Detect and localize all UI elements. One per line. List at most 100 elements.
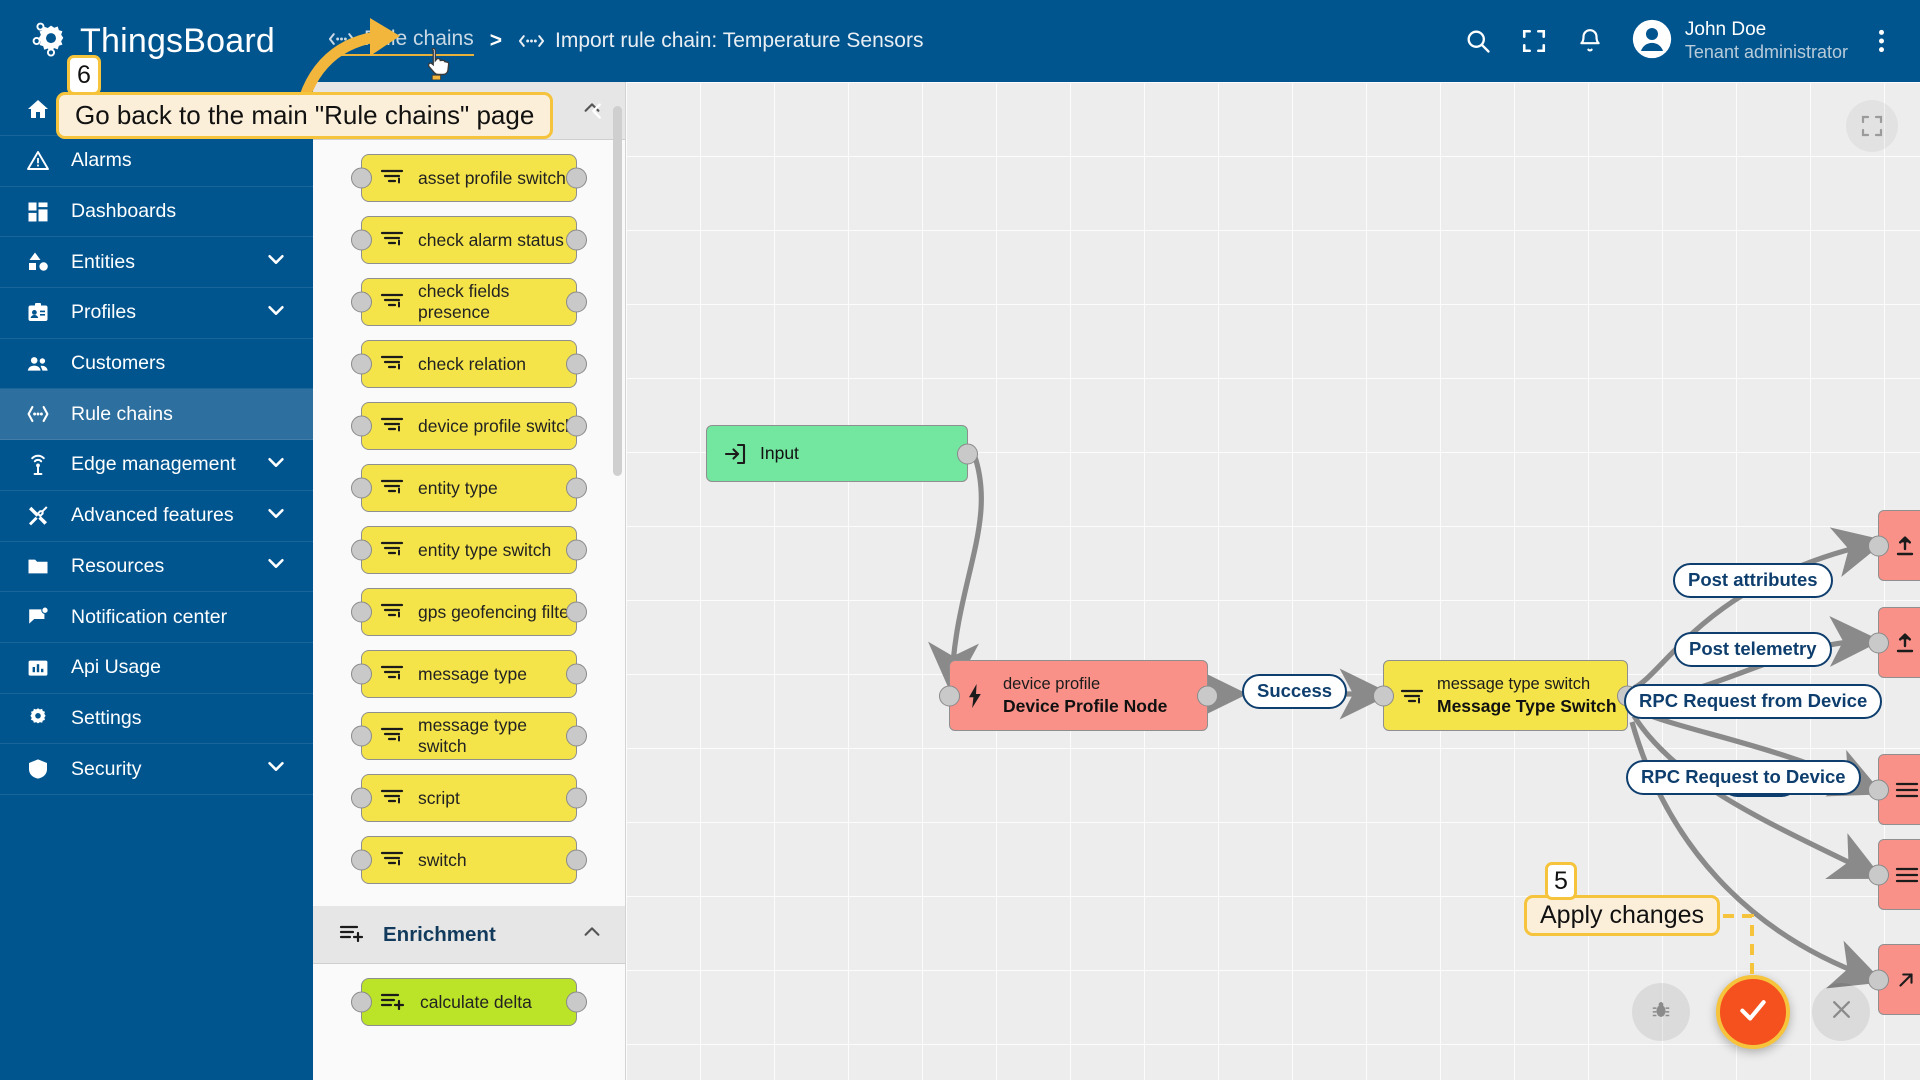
flow-node-type: message type switch bbox=[1437, 674, 1591, 693]
search-icon[interactable] bbox=[1450, 13, 1506, 69]
node-port-right[interactable] bbox=[566, 663, 587, 685]
flow-link-label[interactable]: RPC Request from Device bbox=[1624, 684, 1883, 719]
flow-node-rpccall[interactable]: rpc call requestRPC Call Request bbox=[1868, 944, 1920, 1015]
more-vertical-icon[interactable] bbox=[1858, 16, 1904, 66]
library-node[interactable]: check alarm status bbox=[351, 216, 587, 264]
node-port-right[interactable] bbox=[566, 787, 587, 809]
chevron-up-icon[interactable] bbox=[581, 921, 603, 948]
debug-button[interactable] bbox=[1632, 983, 1690, 1041]
node-port-right[interactable] bbox=[1197, 685, 1218, 706]
library-node[interactable]: gps geofencing filter bbox=[351, 588, 587, 636]
chevron-down-icon[interactable] bbox=[265, 552, 287, 580]
flow-node-savets[interactable]: save timeseriesSave Timeseries bbox=[1868, 607, 1920, 678]
flow-node-input[interactable]: Input bbox=[706, 425, 978, 482]
node-port-right[interactable] bbox=[566, 477, 587, 499]
chevron-down-icon[interactable] bbox=[265, 451, 287, 479]
sidebar-item-dashboards[interactable]: Dashboards bbox=[0, 187, 313, 238]
sidebar-item-notification-center[interactable]: Notification center bbox=[0, 592, 313, 643]
library-scrollbar[interactable] bbox=[613, 106, 622, 476]
node-port-left[interactable] bbox=[351, 291, 372, 313]
flow-node-text: Input bbox=[760, 442, 799, 464]
node-port-left[interactable] bbox=[1373, 685, 1394, 706]
cancel-button[interactable] bbox=[1812, 983, 1870, 1041]
sidebar-item-settings[interactable]: Settings bbox=[0, 694, 313, 745]
sidebar-item-entities[interactable]: Entities bbox=[0, 237, 313, 289]
node-port-left[interactable] bbox=[351, 415, 372, 437]
node-port-right[interactable] bbox=[566, 601, 587, 623]
flow-node-saveattr[interactable]: save attributesSave Client Attributes bbox=[1868, 510, 1920, 581]
chevron-down-icon[interactable] bbox=[265, 299, 287, 327]
node-port-left[interactable] bbox=[351, 539, 372, 561]
library-node-label: check relation bbox=[418, 353, 526, 374]
node-port-left[interactable] bbox=[1868, 969, 1889, 990]
library-node[interactable]: script bbox=[351, 774, 587, 822]
library-node[interactable]: message type bbox=[351, 650, 587, 698]
node-port-right[interactable] bbox=[566, 725, 587, 747]
node-port-left[interactable] bbox=[351, 229, 372, 251]
node-port-left[interactable] bbox=[351, 353, 372, 375]
chevron-down-icon[interactable] bbox=[265, 755, 287, 783]
node-port-right[interactable] bbox=[566, 229, 587, 251]
node-port-left[interactable] bbox=[351, 167, 372, 189]
node-port-left[interactable] bbox=[351, 849, 372, 871]
node-port-right[interactable] bbox=[566, 849, 587, 871]
library-section-enrichment[interactable]: Enrichment bbox=[313, 906, 625, 964]
node-port-left[interactable] bbox=[351, 991, 372, 1013]
library-node[interactable]: calculate delta bbox=[351, 978, 587, 1026]
node-port-right[interactable] bbox=[566, 167, 587, 189]
node-port-left[interactable] bbox=[1868, 779, 1889, 800]
brand[interactable]: ThingsBoard bbox=[28, 18, 314, 64]
notification-bell-icon[interactable] bbox=[1562, 13, 1618, 69]
flow-node-logother[interactable]: logLog Other bbox=[1868, 839, 1920, 910]
sidebar-item-alarms[interactable]: Alarms bbox=[0, 136, 313, 187]
flow-link-label[interactable]: Post attributes bbox=[1673, 563, 1833, 598]
chevron-down-icon[interactable] bbox=[265, 248, 287, 276]
library-node[interactable]: asset profile switch bbox=[351, 154, 587, 202]
flow-link-label[interactable]: Success bbox=[1242, 674, 1348, 709]
node-port-left[interactable] bbox=[351, 663, 372, 685]
node-port-right[interactable] bbox=[566, 291, 587, 313]
node-port-right[interactable] bbox=[566, 353, 587, 375]
sidebar-item-edge-management[interactable]: Edge management bbox=[0, 440, 313, 491]
sidebar-item-api-usage[interactable]: Api Usage bbox=[0, 643, 313, 694]
filter-icon bbox=[380, 290, 404, 315]
sidebar-item-resources[interactable]: Resources bbox=[0, 542, 313, 593]
library-node[interactable]: entity type bbox=[351, 464, 587, 512]
library-node[interactable]: entity type switch bbox=[351, 526, 587, 574]
sidebar-item-advanced-features[interactable]: Advanced features bbox=[0, 491, 313, 542]
library-node[interactable]: switch bbox=[351, 836, 587, 884]
node-port-right[interactable] bbox=[566, 539, 587, 561]
chevron-down-icon[interactable] bbox=[265, 502, 287, 530]
node-port-left[interactable] bbox=[351, 477, 372, 499]
flow-link-label[interactable]: Post telemetry bbox=[1674, 632, 1832, 667]
node-port-right[interactable] bbox=[566, 415, 587, 437]
sidebar-item-profiles[interactable]: Profiles bbox=[0, 288, 313, 339]
node-port-left[interactable] bbox=[1868, 632, 1889, 653]
apply-changes-button[interactable] bbox=[1716, 975, 1790, 1049]
node-port-left[interactable] bbox=[1868, 535, 1889, 556]
flow-node-logrpc[interactable]: logLog RPC from Device bbox=[1868, 754, 1920, 825]
library-node[interactable]: check fields presence bbox=[351, 278, 587, 326]
node-port-left[interactable] bbox=[351, 725, 372, 747]
sidebar-item-rule-chains[interactable]: Rule chains bbox=[0, 389, 313, 441]
sidebar-item-label: Advanced features bbox=[71, 504, 234, 527]
user-menu[interactable]: John Doe Tenant administrator bbox=[1632, 18, 1848, 63]
node-port-left[interactable] bbox=[1868, 864, 1889, 885]
library-node[interactable]: check relation bbox=[351, 340, 587, 388]
node-port-left[interactable] bbox=[939, 685, 960, 706]
library-node[interactable]: device profile switch bbox=[351, 402, 587, 450]
sidebar-item-customers[interactable]: Customers bbox=[0, 339, 313, 390]
library-node[interactable]: message type switch bbox=[351, 712, 587, 760]
sidebar-item-security[interactable]: Security bbox=[0, 744, 313, 795]
fullscreen-icon[interactable] bbox=[1506, 13, 1562, 69]
node-port-right[interactable] bbox=[957, 443, 978, 464]
flow-link-label[interactable]: RPC Request to Device bbox=[1626, 760, 1861, 795]
node-port-left[interactable] bbox=[351, 601, 372, 623]
node-port-right[interactable] bbox=[566, 991, 587, 1013]
node-port-left[interactable] bbox=[351, 787, 372, 809]
edge-antenna-icon bbox=[26, 453, 52, 477]
canvas-fullscreen-icon[interactable] bbox=[1846, 100, 1898, 152]
chevron-left-icon[interactable] bbox=[586, 100, 608, 127]
